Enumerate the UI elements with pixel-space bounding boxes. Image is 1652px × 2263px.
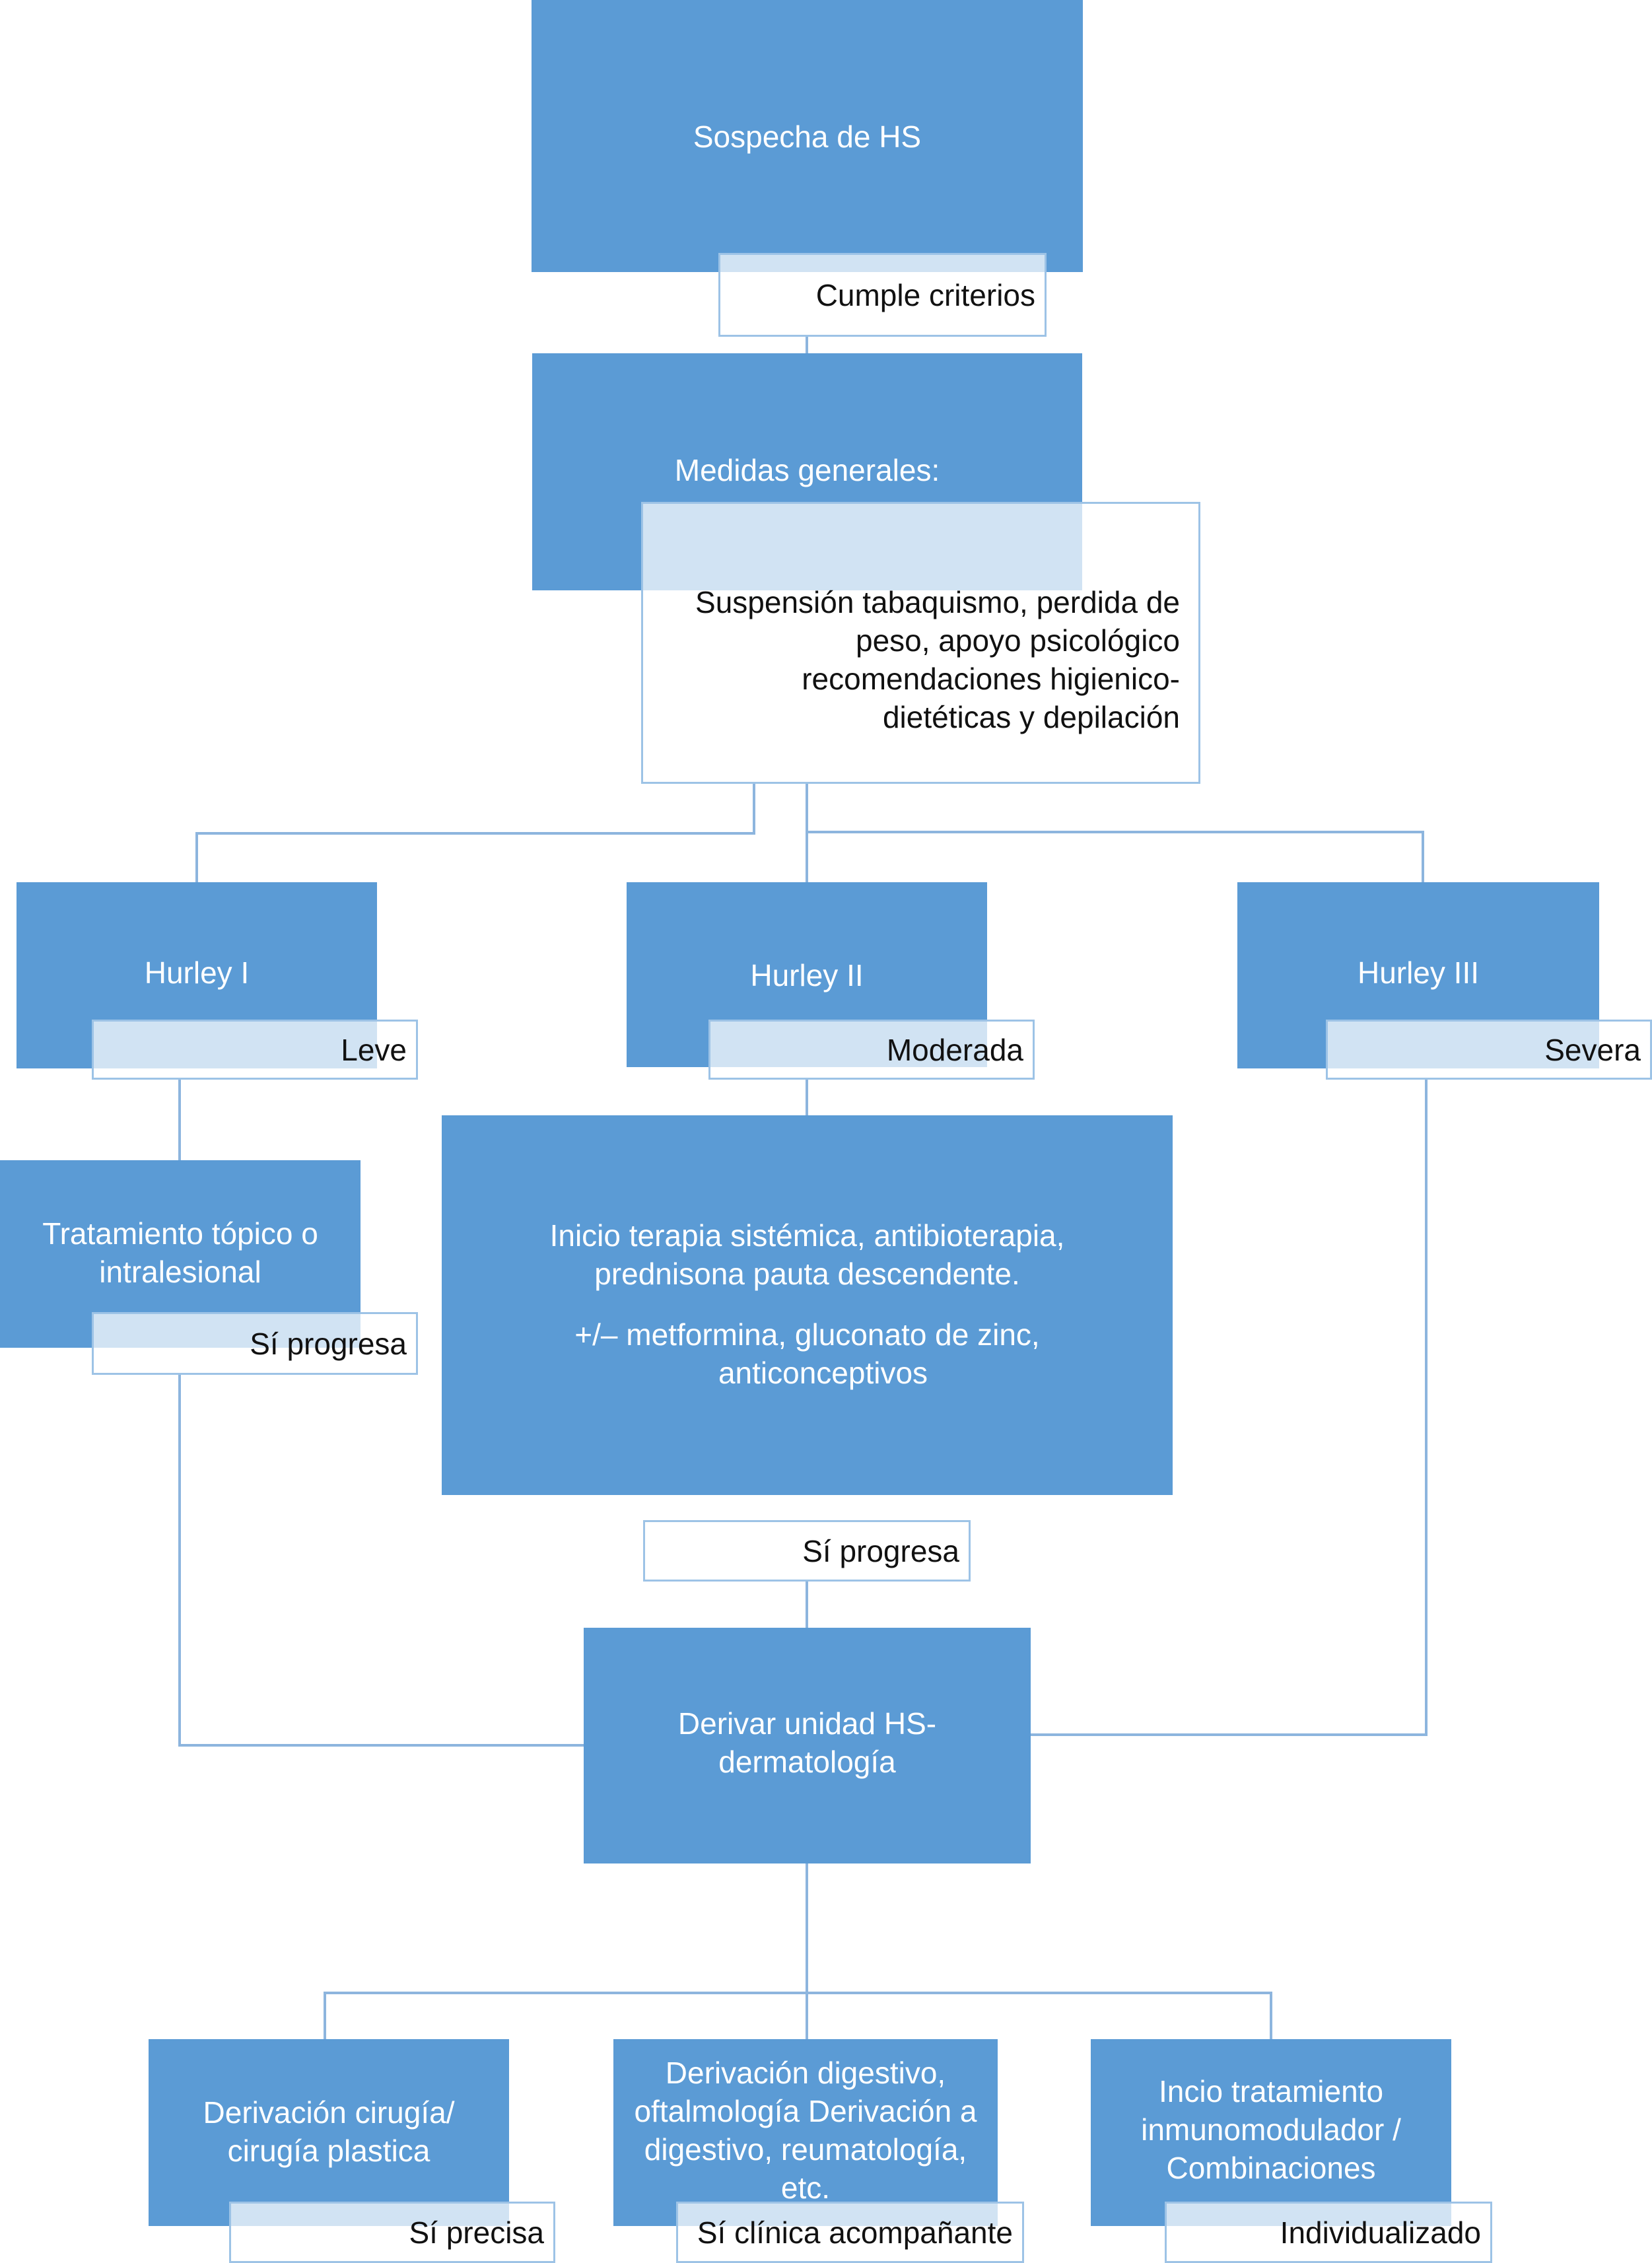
medidas-detail-line-3: recomendaciones higienico- xyxy=(802,662,1180,696)
node-inicio-tratamiento-inmuno: Incio tratamiento inmunomodulador / Comb… xyxy=(1091,2039,1451,2226)
connector-medidas-hurley3 xyxy=(807,831,1424,882)
node-sistemica-extra-line-2: anticonceptivos xyxy=(718,1356,928,1390)
node-cirugia-line-2: cirugía plastica xyxy=(227,2134,430,2168)
node-digestivo-line-4: etc. xyxy=(780,2171,831,2205)
node-sospecha-hs: Sospecha de HS xyxy=(532,0,1083,272)
connector-progresa1-derivar xyxy=(178,1375,584,1747)
node-derivar-line-1: Derivar unidad HS- xyxy=(677,1706,937,1741)
node-hurley-2-text: Hurley II xyxy=(750,958,864,992)
medidas-detail-line-4: dietéticas y depilación xyxy=(882,700,1180,734)
node-digestivo-line-3: digestivo, reumatología, xyxy=(644,2132,967,2167)
node-inmuno-line-1: Incio tratamiento xyxy=(1158,2074,1384,2108)
node-digestivo-line-2: oftalmología Derivación a xyxy=(634,2094,977,2128)
node-sistemica-line-1: Inicio terapia sistémica, antibioterapia… xyxy=(549,1218,1065,1253)
node-terapia-sistemica: Inicio terapia sistémica, antibioterapia… xyxy=(442,1115,1173,1495)
label-cumple-criterios: Cumple criterios xyxy=(718,253,1047,337)
node-hurley-3-text: Hurley III xyxy=(1357,956,1480,990)
node-inmuno-line-2: inmunomodulador / xyxy=(1141,2112,1401,2147)
medidas-detail-line-2: peso, apoyo psicológico xyxy=(856,623,1180,658)
medidas-detail-line-1: Suspensión tabaquismo, perdida de xyxy=(695,585,1180,619)
label-leve: Leve xyxy=(92,1020,418,1080)
node-topico-line-2: intralesional xyxy=(99,1255,261,1289)
node-hurley-1-text: Hurley I xyxy=(144,956,250,990)
label-individualizado: Individualizado xyxy=(1165,2202,1492,2263)
label-si-clinica-acompanante: Sí clínica acompañante xyxy=(676,2202,1024,2263)
connector-medidas-hurley1 xyxy=(195,784,755,882)
node-sospecha-hs-text: Sospecha de HS xyxy=(693,120,922,154)
label-si-progresa-2: Sí progresa xyxy=(643,1520,971,1582)
label-si-precisa: Sí precisa xyxy=(229,2202,555,2263)
node-medidas-generales-title: Medidas generales: xyxy=(674,453,940,487)
node-cirugia-line-1: Derivación cirugía/ xyxy=(203,2095,455,2130)
label-severa: Severa xyxy=(1326,1020,1652,1080)
connector-severa-derivar xyxy=(1031,1080,1428,1736)
node-derivar-line-2: dermatología xyxy=(718,1745,896,1779)
node-sistemica-extra-line-1: +/– metformina, gluconato de zinc, xyxy=(574,1317,1040,1352)
node-derivacion-digestivo: Derivación digestivo, oftalmología Deriv… xyxy=(613,2039,998,2226)
node-digestivo-line-1: Derivación digestivo, xyxy=(665,2056,946,2090)
node-sistemica-line-2: prednisona pauta descendente. xyxy=(594,1257,1020,1291)
label-moderada: Moderada xyxy=(708,1020,1035,1080)
node-inmuno-line-3: Combinaciones xyxy=(1166,2151,1376,2185)
node-medidas-detail: Suspensión tabaquismo, perdida de peso, … xyxy=(641,502,1200,784)
node-topico-line-1: Tratamiento tópico o xyxy=(42,1216,318,1251)
connector-derivar-cirugia xyxy=(324,1992,1272,2039)
node-derivacion-cirugia: Derivación cirugía/ cirugía plastica xyxy=(149,2039,509,2226)
node-derivar-unidad-hs: Derivar unidad HS- dermatología xyxy=(584,1628,1031,1863)
label-si-progresa-1: Sí progresa xyxy=(92,1312,418,1375)
